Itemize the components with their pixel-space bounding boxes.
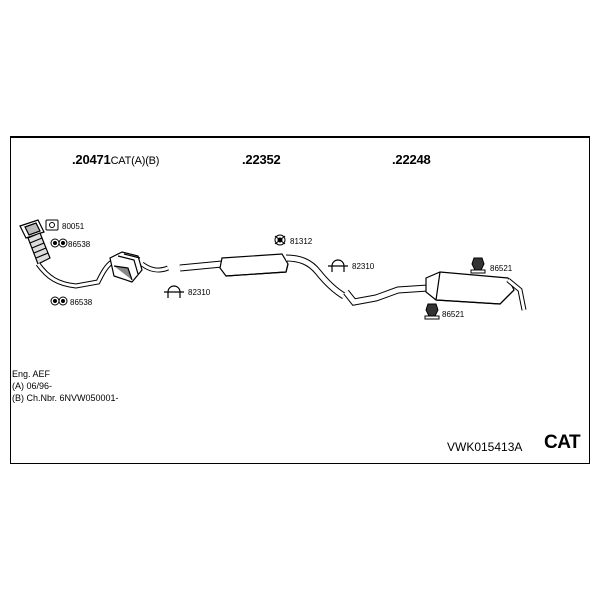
accessory-label-bolt-upper[interactable]: 86538 xyxy=(68,240,91,249)
part-number-rear[interactable]: .22248 xyxy=(392,152,431,167)
mounting-icon-lower[interactable] xyxy=(424,303,440,320)
accessory-label-clamp-right[interactable]: 82310 xyxy=(352,262,375,271)
note-line: (B) Ch.Nbr. 6NVW050001- xyxy=(12,393,119,403)
accessory-label-clamp-left[interactable]: 82310 xyxy=(188,288,211,297)
rubber-hanger-icon[interactable] xyxy=(274,234,286,246)
accessory-label-hanger[interactable]: 81312 xyxy=(290,237,313,246)
frame-top-border xyxy=(10,136,590,138)
rear-silencer[interactable] xyxy=(343,271,527,311)
part-number-catalyst-main: .20471 xyxy=(72,152,111,167)
cat-label: CAT xyxy=(544,432,581,453)
middle-silencer[interactable] xyxy=(179,253,346,300)
accessory-label-gasket[interactable]: 80051 xyxy=(62,222,85,231)
part-number-catalyst[interactable]: .20471CAT(A)(B) xyxy=(72,152,159,167)
accessory-label-bolt-lower[interactable]: 86538 xyxy=(70,298,93,307)
bolt-icon-upper[interactable] xyxy=(50,238,68,248)
clamp-icon-right[interactable] xyxy=(328,259,348,272)
part-number-middle[interactable]: .22352 xyxy=(242,152,281,167)
mounting-icon-upper[interactable] xyxy=(470,257,486,274)
note-line: (A) 06/96- xyxy=(12,381,53,391)
part-number-catalyst-suffix: CAT(A)(B) xyxy=(110,155,160,167)
notes-block: Eng. AEF (A) 06/96- (B) Ch.Nbr. 6NVW0500… xyxy=(12,368,119,404)
bolt-icon-lower[interactable] xyxy=(50,296,68,306)
kit-code: VWK015413A xyxy=(447,440,523,454)
clamp-icon-left[interactable] xyxy=(164,285,184,298)
front-pipe-with-catalyst[interactable] xyxy=(19,219,169,289)
accessory-label-mounting-lower[interactable]: 86521 xyxy=(442,310,465,319)
gasket-icon[interactable] xyxy=(45,219,59,231)
note-line: Eng. AEF xyxy=(12,369,51,379)
accessory-label-mounting-upper[interactable]: 86521 xyxy=(490,264,513,273)
